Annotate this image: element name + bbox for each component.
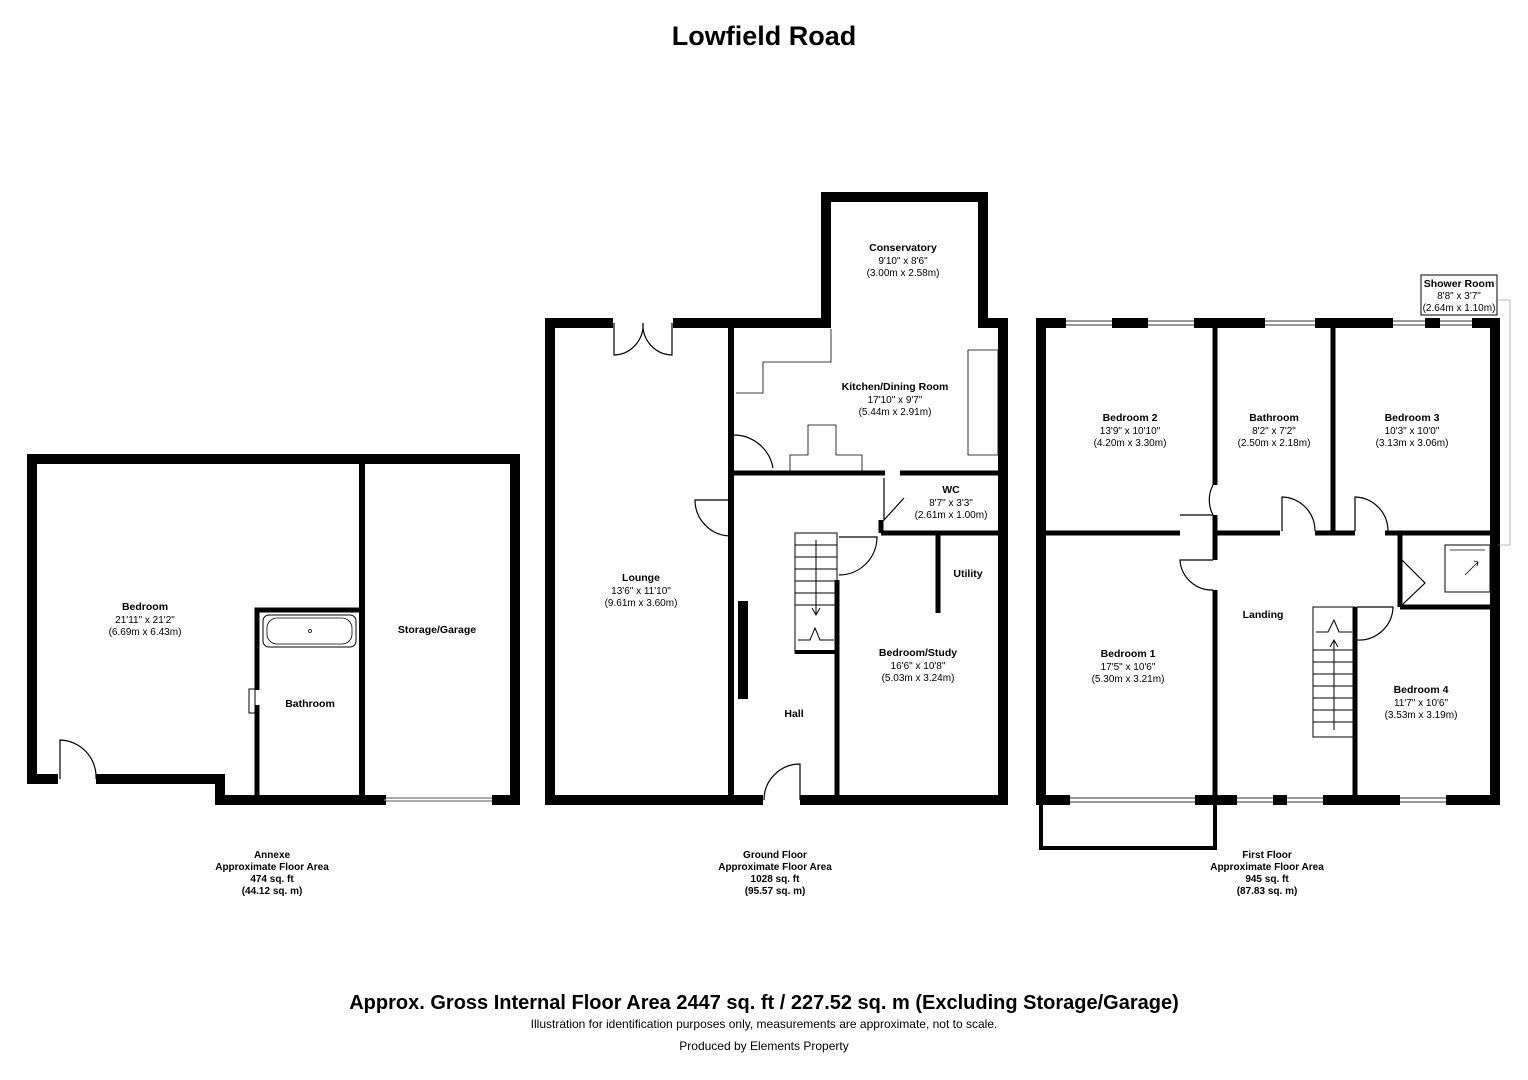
bedroom-1-name: Bedroom 1 <box>1101 648 1156 660</box>
kitchen-metric: (5.44m x 2.91m) <box>859 407 932 418</box>
bedroom-study-metric: (5.03m x 3.24m) <box>882 673 955 684</box>
bedroom-2-door <box>1180 484 1214 516</box>
shower-door <box>1401 559 1426 606</box>
lounge-metric: (9.61m x 3.60m) <box>605 598 678 609</box>
shower-room-name: Shower Room <box>1424 278 1495 290</box>
annexe-footer-name: Annexe <box>254 850 291 861</box>
ground-footer-sqm: (95.57 sq. m) <box>745 886 806 897</box>
first-bathroom-name: Bathroom <box>1249 412 1299 424</box>
first-bathroom-imperial: 8'2" x 7'2" <box>1252 426 1296 437</box>
shower-room-callout <box>1420 274 1498 316</box>
first-footer-name: First Floor <box>1242 850 1292 861</box>
first-footer-sqft: 945 sq. ft <box>1245 874 1289 885</box>
bedroom-2-imperial: 13'9" x 10'10" <box>1100 426 1161 437</box>
annexe-bathroom-walls <box>254 607 362 800</box>
bedroom-3-door <box>1354 496 1389 532</box>
hall-name: Hall <box>784 708 803 720</box>
conservatory-name: Conservatory <box>869 242 937 254</box>
annexe-bedroom-imperial: 21'11" x 21'2" <box>115 615 175 626</box>
bathroom-door <box>1281 496 1316 532</box>
bedroom-study-imperial: 16'6" x 10'8" <box>891 661 946 672</box>
annexe-footer-area-label: Approximate Floor Area <box>215 862 329 873</box>
wc-name: WC <box>942 484 960 496</box>
annexe-garage-door-gap <box>386 795 492 805</box>
first-outer-walls <box>1036 318 1500 805</box>
bedroom-study-name: Bedroom/Study <box>879 647 957 659</box>
annexe-sink <box>248 688 256 714</box>
wc-door <box>883 478 905 522</box>
bedroom-4-imperial: 11'7" x 10'6" <box>1394 698 1449 709</box>
first-labels: Shower Room 8'8" x 3'7" (2.64m x 1.10m) … <box>1092 278 1496 897</box>
annexe-storage-name: Storage/Garage <box>398 624 476 636</box>
annexe-footer-sqft: 474 sq. ft <box>250 874 294 885</box>
annexe-footer-sqm: (44.12 sq. m) <box>242 886 303 897</box>
kitchen-name: Kitchen/Dining Room <box>842 381 949 393</box>
conservatory-metric: (3.00m x 2.58m) <box>867 268 940 279</box>
ground-footer-sqft: 1028 sq. ft <box>751 874 801 885</box>
ground-labels: Conservatory 9'10" x 8'6" (3.00m x 2.58m… <box>605 242 988 897</box>
first-footer-sqm: (87.83 sq. m) <box>1237 886 1298 897</box>
first-windows <box>1066 318 1472 805</box>
annexe-bedroom-metric: (6.69m x 6.43m) <box>109 627 182 638</box>
bedroom-1-bay <box>1039 800 1217 850</box>
lounge-french-doors <box>613 322 673 356</box>
ground-footer-area-label: Approximate Floor Area <box>718 862 832 873</box>
bedroom-2-name: Bedroom 2 <box>1103 412 1158 424</box>
ground-floor-plan <box>545 192 1008 805</box>
annexe-outer-walls <box>27 454 520 805</box>
wc-metric: (2.61m x 1.00m) <box>915 510 988 521</box>
front-door <box>763 763 801 801</box>
bedroom-4-name: Bedroom 4 <box>1394 684 1449 696</box>
lounge-name: Lounge <box>622 572 660 584</box>
kitchen-door <box>732 434 774 469</box>
ground-outer-walls <box>545 192 1008 805</box>
chimney-breast <box>738 601 748 699</box>
bedroom-3-metric: (3.13m x 3.06m) <box>1376 438 1449 449</box>
annexe-bedroom-name: Bedroom <box>122 601 168 613</box>
bathtub <box>262 614 357 648</box>
plan-title: Lowfield Road <box>672 21 857 51</box>
annexe-labels: Bedroom 21'11" x 21'2" (6.69m x 6.43m) B… <box>109 601 477 897</box>
first-stairs <box>1312 606 1356 738</box>
wc-imperial: 8'7" x 3'3" <box>929 498 973 509</box>
lounge-door <box>694 499 732 537</box>
annexe-bathroom-name: Bathroom <box>285 698 335 710</box>
lounge-imperial: 13'6" x 11'10" <box>611 586 671 597</box>
bedroom-3-imperial: 10'3" x 10'0" <box>1385 426 1440 437</box>
kitchen-imperial: 17'10" x 9'7" <box>868 395 923 406</box>
bedroom-1-imperial: 17'5" x 10'6" <box>1101 662 1156 673</box>
first-footer-area-label: Approximate Floor Area <box>1210 862 1324 873</box>
utility-name: Utility <box>953 568 982 580</box>
disclaimer-text: Illustration for identification purposes… <box>531 1017 998 1031</box>
first-bathroom-metric: (2.50m x 2.18m) <box>1238 438 1311 449</box>
annexe-plan <box>27 454 520 805</box>
bedroom-1-metric: (5.30m x 3.21m) <box>1092 674 1165 685</box>
gross-area-text: Approx. Gross Internal Floor Area 2447 s… <box>349 992 1179 1014</box>
bedroom-1-door <box>1179 559 1214 591</box>
shower-room-imperial: 8'8" x 3'7" <box>1437 291 1481 302</box>
conservatory-imperial: 9'10" x 8'6" <box>878 256 928 267</box>
shower-tray <box>1444 544 1491 593</box>
study-door <box>838 536 878 576</box>
bedroom-3-name: Bedroom 3 <box>1385 412 1440 424</box>
bedroom-4-metric: (3.53m x 3.19m) <box>1385 710 1458 721</box>
kitchen-units <box>736 329 999 473</box>
ground-stairs <box>794 532 838 654</box>
landing-name: Landing <box>1243 609 1284 621</box>
bedroom-4-door <box>1356 606 1394 641</box>
shower-room-metric: (2.64m x 1.10m) <box>1423 303 1496 314</box>
producer-text: Produced by Elements Property <box>679 1039 848 1053</box>
ground-footer-name: Ground Floor <box>743 850 807 861</box>
annexe-entry-door <box>59 739 97 780</box>
first-floor-plan <box>1036 274 1511 850</box>
bedroom-2-metric: (4.20m x 3.30m) <box>1094 438 1167 449</box>
